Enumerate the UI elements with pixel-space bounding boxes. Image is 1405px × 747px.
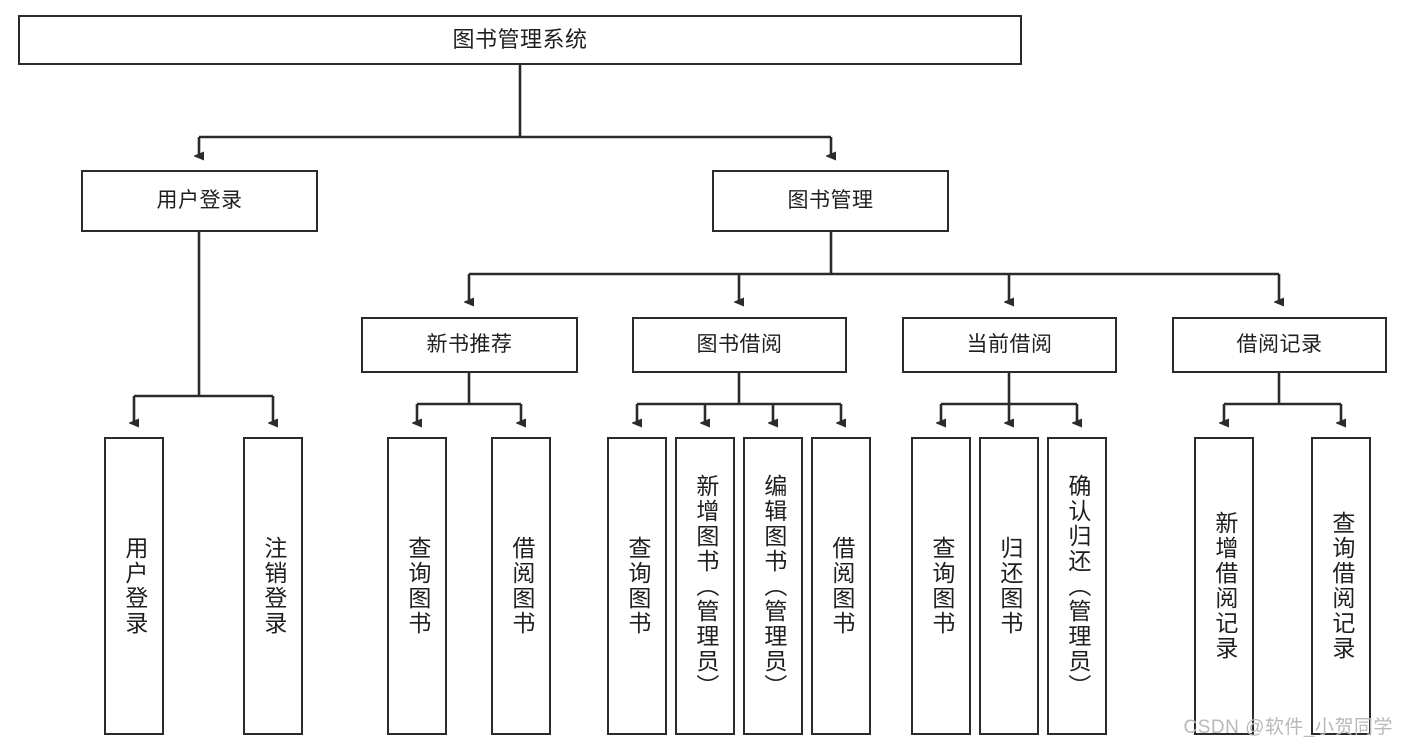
node-label: 查询图书 (928, 536, 955, 636)
watermark-text: CSDN @软件_小贺同学 (1183, 717, 1393, 738)
node-label: 查询图书 (624, 536, 651, 636)
node-book-borrow[interactable]: 图书借阅 (632, 317, 847, 373)
node-label: 新书推荐 (426, 332, 513, 356)
leaf-borrow-book[interactable]: 借阅图书 (811, 437, 871, 735)
node-label: 编辑图书（管理员） (760, 473, 787, 699)
node-label: 图书管理 (787, 188, 874, 212)
node-label: 图书管理系统 (452, 27, 588, 53)
node-label: 新增图书（管理员） (692, 473, 719, 699)
node-borrow-record[interactable]: 借阅记录 (1172, 317, 1387, 373)
node-label: 归还图书 (996, 536, 1023, 636)
leaf-query-borrow-record[interactable]: 查询借阅记录 (1311, 437, 1371, 735)
leaf-add-book[interactable]: 新增图书（管理员） (675, 437, 735, 735)
leaf-query-book-current[interactable]: 查询图书 (911, 437, 971, 735)
node-label: 借阅图书 (508, 536, 535, 636)
node-current-borrow[interactable]: 当前借阅 (902, 317, 1117, 373)
leaf-edit-book[interactable]: 编辑图书（管理员） (743, 437, 803, 735)
node-label: 注销登录 (260, 536, 287, 636)
leaf-add-borrow-record[interactable]: 新增借阅记录 (1194, 437, 1254, 735)
node-label: 当前借阅 (966, 332, 1053, 356)
node-book-management[interactable]: 图书管理 (712, 170, 949, 232)
node-label: 确认归还（管理员） (1064, 473, 1091, 699)
node-label: 查询图书 (404, 536, 431, 636)
leaf-query-book-borrow[interactable]: 查询图书 (607, 437, 667, 735)
leaf-confirm-return[interactable]: 确认归还（管理员） (1047, 437, 1107, 735)
node-label: 借阅图书 (828, 536, 855, 636)
node-label: 用户登录 (156, 188, 243, 212)
leaf-borrow-book-recommend[interactable]: 借阅图书 (491, 437, 551, 735)
node-label: 借阅记录 (1236, 332, 1323, 356)
node-label: 用户登录 (121, 536, 148, 636)
leaf-user-logout[interactable]: 注销登录 (243, 437, 303, 735)
node-user-login[interactable]: 用户登录 (81, 170, 318, 232)
node-label: 新增借阅记录 (1211, 511, 1238, 661)
node-label: 图书借阅 (696, 332, 783, 356)
leaf-return-book[interactable]: 归还图书 (979, 437, 1039, 735)
node-new-book-recommend[interactable]: 新书推荐 (361, 317, 578, 373)
node-label: 查询借阅记录 (1328, 511, 1355, 661)
node-root-system[interactable]: 图书管理系统 (18, 15, 1022, 65)
leaf-query-book-recommend[interactable]: 查询图书 (387, 437, 447, 735)
leaf-user-login[interactable]: 用户登录 (104, 437, 164, 735)
